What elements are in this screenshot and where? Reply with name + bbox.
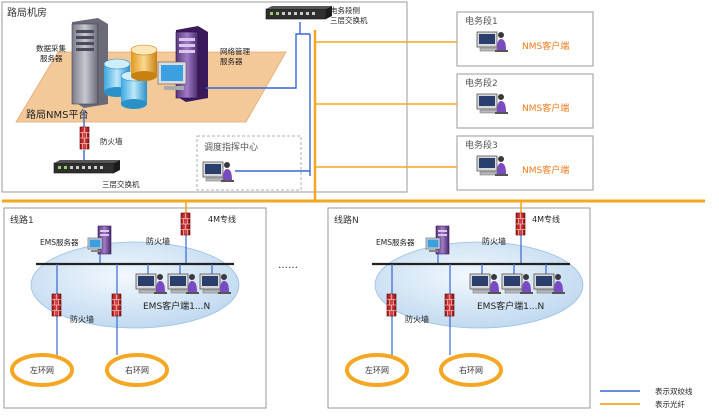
top-firewall-icon — [515, 212, 526, 236]
dispatch-center-frame — [196, 135, 302, 191]
ellipsis: …… — [278, 260, 298, 271]
data-server-label-1: 数据采集 — [36, 43, 66, 53]
net-mgmt-label-1: 网络管理 — [220, 46, 250, 56]
ems-clients-label: EMS客户端1...N — [143, 300, 210, 312]
bottom-firewall-label: 防火墙 — [70, 314, 94, 324]
line-title: 线路1 — [10, 214, 34, 226]
database-icon — [103, 44, 158, 109]
ems-client-icon — [533, 273, 566, 295]
line-n: 线路N 4M专线 防火墙 EMS服务器 EMS客户端1...N 防火墙 左环网 … — [327, 201, 591, 409]
net-mgmt-server-icon — [157, 26, 208, 102]
top-firewall-icon — [180, 212, 191, 236]
ems-client-icon — [469, 273, 502, 295]
data-server-label-2: 服务器 — [40, 53, 63, 63]
top-firewall-label: 防火墙 — [482, 236, 506, 246]
ems-client-icon — [199, 273, 232, 295]
fiber-segment-links — [315, 41, 457, 168]
ems-client-icon — [135, 273, 168, 295]
nms-workstation-icon — [476, 155, 509, 177]
platform-label: 路局NMS平台 — [26, 108, 88, 121]
nms-workstation-icon — [476, 31, 509, 53]
legend-fiber: 表示光纤 — [655, 399, 685, 409]
nms-client-label: NMS客户端 — [522, 40, 569, 52]
nms-workstation-icon — [476, 93, 509, 115]
right-ring-label: 右环网 — [125, 365, 149, 375]
ems-clients-label: EMS客户端1...N — [477, 300, 544, 312]
l3-switch-label: 三层交换机 — [102, 179, 140, 189]
left-firewall-icon — [51, 293, 62, 317]
right-ring-icon — [439, 353, 503, 387]
l3-switch-icon — [53, 159, 121, 174]
right-firewall-icon — [444, 293, 455, 317]
line-title: 线路N — [334, 214, 359, 226]
ems-client-icon — [501, 273, 534, 295]
data-server-tower-icon — [71, 18, 108, 108]
left-ring-label: 左环网 — [365, 365, 389, 375]
segment-title: 电务段1 — [465, 15, 498, 27]
bureau-firewall-label: 防火墙 — [100, 136, 123, 146]
bureau-title: 路局机房 — [7, 6, 47, 19]
dispatch-label: 调度指挥中心 — [204, 141, 258, 153]
bureau-firewall-icon — [79, 126, 90, 150]
net-mgmt-label-2: 服务器 — [220, 56, 243, 66]
segment-switch-icon — [265, 5, 333, 20]
dispatch-workstation-icon — [202, 161, 235, 183]
segment-2: 电务段2 NMS客户端 — [456, 73, 594, 129]
segment-switch-label-2: 三层交换机 — [330, 15, 368, 25]
segment-title: 电务段3 — [465, 139, 498, 151]
legend-twisted-pair: 表示双绞线 — [655, 386, 693, 396]
right-firewall-icon — [111, 293, 122, 317]
twisted-pair-links — [83, 22, 311, 176]
nms-client-label: NMS客户端 — [522, 164, 569, 176]
ems-server-label: EMS服务器 — [376, 237, 415, 247]
left-ring-label: 左环网 — [30, 365, 54, 375]
link-label: 4M专线 — [532, 214, 560, 224]
line-1: 线路1 4M专线 防火墙 EMS服务器 EMS客户端1...N 防火墙 左环网 … — [3, 201, 267, 409]
right-ring-icon — [105, 353, 169, 387]
bottom-firewall-label: 防火墙 — [405, 314, 429, 324]
nms-client-label: NMS客户端 — [522, 102, 569, 114]
segment-switch-label-1: 电务段侧 — [330, 5, 360, 15]
ems-client-icon — [167, 273, 200, 295]
legend: 表示双绞线 表示光纤 — [600, 386, 693, 409]
segment-1: 电务段1 NMS客户端 — [456, 11, 594, 67]
left-ring-icon — [10, 353, 74, 387]
segment-title: 电务段2 — [465, 77, 498, 89]
left-firewall-icon — [386, 293, 397, 317]
top-firewall-label: 防火墙 — [146, 236, 170, 246]
right-ring-label: 右环网 — [459, 365, 483, 375]
segment-3: 电务段3 NMS客户端 — [456, 135, 594, 191]
link-label: 4M专线 — [208, 214, 236, 224]
ems-server-label: EMS服务器 — [40, 237, 79, 247]
left-ring-icon — [345, 353, 409, 387]
